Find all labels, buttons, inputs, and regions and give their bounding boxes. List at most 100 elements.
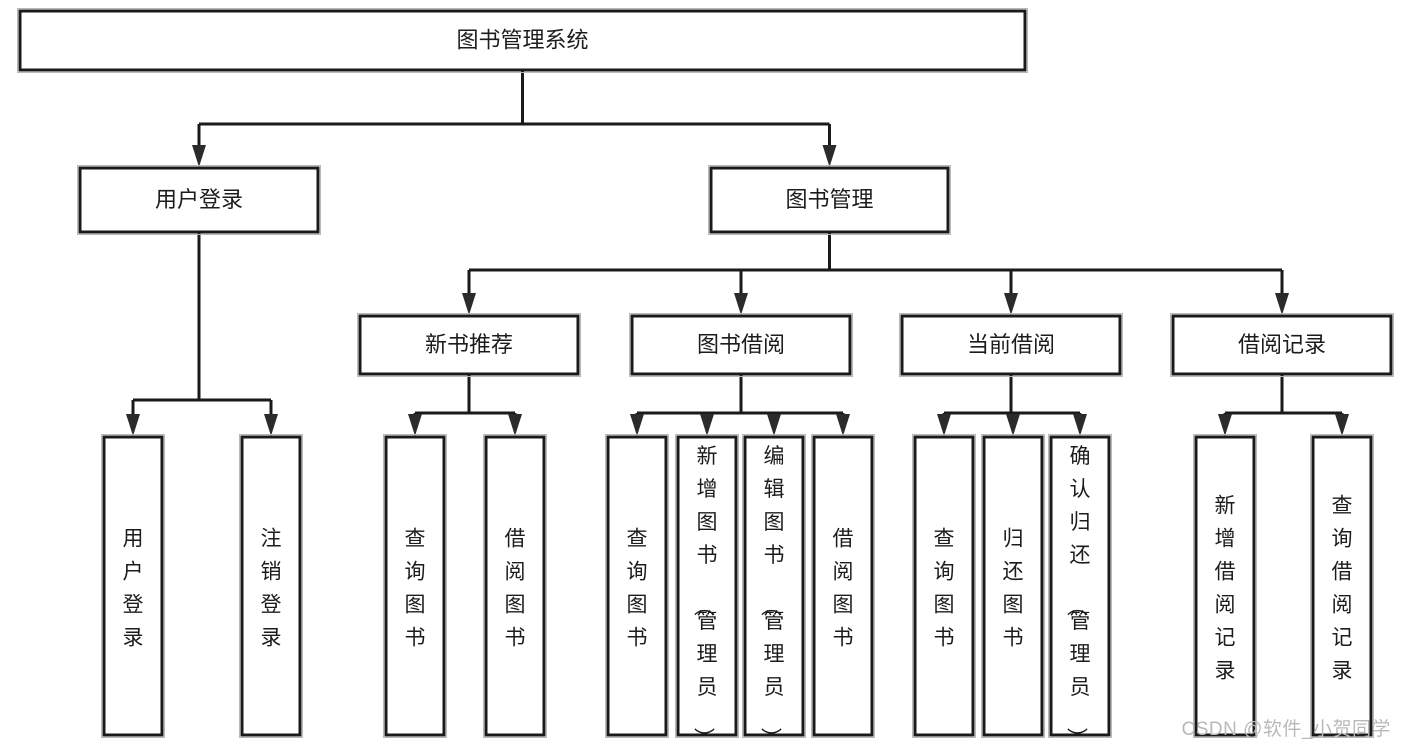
node-new-book-recommend[interactable]: 新书推荐 [357,313,581,377]
node-outline [912,434,976,738]
node-leaf-edit-book[interactable]: 编辑图书（管理员） [742,434,806,747]
node-box[interactable] [743,435,805,737]
node-label: 查询图书 [405,528,426,650]
node-label: 查询借阅记录 [1332,495,1353,683]
node-outline [101,434,165,738]
node-box[interactable] [384,435,446,737]
node-box[interactable] [484,435,546,737]
node-label: 编辑图书（管理员） [759,445,785,747]
node-current-borrow[interactable]: 当前借阅 [899,313,1123,377]
node-label: 借阅图书 [833,528,854,650]
arrow-down-icon [630,414,644,436]
node-outline [1310,434,1374,738]
node-label: 注销登录 [261,528,282,650]
node-leaf-query-borrow-record[interactable]: 查询借阅记录 [1310,434,1374,738]
node-outline [675,434,739,738]
arrow-down-icon [1073,414,1087,436]
node-leaf-add-borrow-record[interactable]: 新增借阅记录 [1193,434,1257,738]
node-outline [811,434,875,738]
arrow-down-icon [836,414,850,436]
node-label: 图书管理系统 [456,27,588,52]
node-book-borrow[interactable]: 图书借阅 [629,313,853,377]
node-label: 新增图书（管理员） [692,445,718,747]
node-box[interactable] [1194,435,1256,737]
node-box[interactable] [812,435,874,737]
node-book-manage[interactable]: 图书管理 [708,165,951,235]
node-outline [629,313,853,377]
node-label: 用户登录 [155,187,243,212]
node-label: 确认归还（管理员） [1065,445,1091,747]
arrow-down-icon [264,414,278,436]
node-user-login[interactable]: 用户登录 [77,165,321,235]
node-leaf-query-book-recommend[interactable]: 查询图书 [383,434,447,738]
node-box[interactable] [18,9,1027,72]
node-outline [1170,313,1394,377]
connector-layer [126,70,1349,436]
node-box[interactable] [78,166,320,234]
node-leaf-borrow-book-recommend[interactable]: 借阅图书 [483,434,547,738]
arrow-down-icon [508,414,522,436]
node-outline [981,434,1045,738]
node-borrow-record[interactable]: 借阅记录 [1170,313,1394,377]
node-box[interactable] [102,435,164,737]
node-outline [17,8,1028,73]
node-outline [383,434,447,738]
node-leaf-return-book[interactable]: 归还图书 [981,434,1045,738]
node-label: 新增借阅记录 [1215,495,1236,683]
arrow-down-icon [734,293,748,315]
node-label: 用户登录 [123,528,144,650]
node-outline [899,313,1123,377]
node-leaf-confirm-return[interactable]: 确认归还（管理员） [1048,434,1112,747]
node-leaf-add-book[interactable]: 新增图书（管理员） [675,434,739,747]
node-leaf-borrow-book[interactable]: 借阅图书 [811,434,875,738]
node-label: 图书借阅 [697,332,785,357]
node-label: 查询图书 [934,528,955,650]
node-label: 图书管理 [785,187,873,212]
node-label: 借阅记录 [1238,332,1326,357]
arrow-down-icon [1006,414,1020,436]
node-box[interactable] [913,435,975,737]
arrow-down-icon [408,414,422,436]
node-box[interactable] [606,435,668,737]
node-outline [483,434,547,738]
node-box[interactable] [709,166,950,234]
node-box[interactable] [358,314,580,376]
node-outline [605,434,669,738]
node-box[interactable] [1049,435,1111,737]
node-label: 当前借阅 [967,332,1055,357]
arrow-down-icon [822,145,837,167]
arrow-down-icon [937,414,951,436]
node-box[interactable] [630,314,852,376]
node-box[interactable] [900,314,1122,376]
node-outline [1048,434,1112,738]
node-outline [239,434,303,738]
watermark-text: CSDN @软件_小贺同学 [1181,719,1391,740]
node-leaf-query-book-current[interactable]: 查询图书 [912,434,976,738]
node-box[interactable] [240,435,302,737]
node-label: 新书推荐 [425,332,513,357]
node-label: 查询图书 [627,528,648,650]
arrow-down-icon [1218,414,1232,436]
node-box[interactable] [676,435,738,737]
node-leaf-logout[interactable]: 注销登录 [239,434,303,738]
node-outline [1193,434,1257,738]
node-outline [708,165,951,235]
node-root[interactable]: 图书管理系统 [17,8,1028,73]
arrow-down-icon [192,145,206,167]
node-label: 归还图书 [1003,528,1024,650]
node-box[interactable] [1311,435,1373,737]
node-box[interactable] [982,435,1044,737]
arrow-down-icon [767,414,781,436]
arrow-down-icon [1335,414,1349,436]
arrow-down-icon [700,414,714,436]
node-leaf-query-book-borrow[interactable]: 查询图书 [605,434,669,738]
node-outline [77,165,321,235]
arrow-down-icon [126,414,140,436]
node-box[interactable] [1171,314,1393,376]
arrow-down-icon [462,293,476,315]
arrow-down-icon [1275,293,1289,315]
node-leaf-user-login[interactable]: 用户登录 [101,434,165,738]
node-outline [357,313,581,377]
